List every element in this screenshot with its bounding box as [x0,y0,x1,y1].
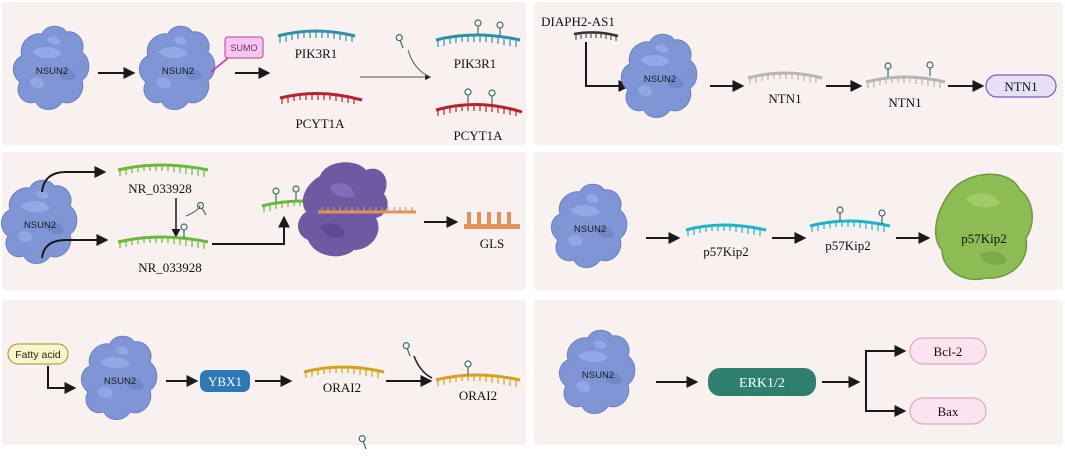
label-pcyt1a-modified: PCYT1A [453,128,503,143]
arrow-c1 [41,166,107,193]
label-orai2: ORAI2 [323,380,361,395]
rna-nr033928-modified [117,223,209,249]
label-diaph2-as1: DIAPH2-AS1 [541,14,615,29]
mrna-strand [318,207,416,214]
gls-gene [464,212,520,229]
label-pik3r1: PIK3R1 [295,46,338,61]
rna-pcyt1a-modified [435,88,523,116]
arrow-e1 [47,366,77,394]
erk-badge: ERK1/2 [708,368,816,396]
protein-p57kip2: p57Kip2 [934,173,1033,281]
rna-pik3r1 [277,29,356,43]
arrow-e4-curve [413,355,433,379]
enzyme-label: NSUN2 [574,224,606,235]
enzyme-f: NSUN2 [558,329,636,414]
enzyme-label: NSUN2 [104,376,136,387]
label-pcyt1a: PCYT1A [295,116,345,131]
sumo-tag: SUMO [210,36,264,73]
enzyme-a2: NSUN2 [138,25,216,110]
label-nr033928-modified: NR_033928 [138,260,202,275]
rna-orai2 [303,365,385,378]
enzyme-label: NSUN2 [162,66,194,77]
rna-pcyt1a [279,92,363,104]
label-orai2-modified: ORAI2 [459,388,497,403]
bax-badge: Bax [909,397,987,425]
fatty-acid-badge: Fatty acid [7,343,69,365]
label-nr033928: NR_033928 [128,181,192,196]
enzyme-label: NSUN2 [24,220,56,231]
protein-ntn1: NTN1 [985,74,1057,98]
svg-text:NTN1: NTN1 [1004,79,1037,94]
enzyme-b: NSUN2 [620,33,698,118]
svg-text:Bcl-2: Bcl-2 [934,344,963,359]
arrow-c2 [41,234,109,259]
enzyme-label: NSUN2 [644,74,676,85]
arrow-c4 [212,215,290,245]
ribosome [298,162,388,257]
methyl-mark-e [401,341,414,358]
enzyme-c: NSUN2 [0,179,78,264]
rna-diaph2-as1 [573,31,619,41]
svg-text:Bax: Bax [938,404,959,419]
svg-text:Fatty acid: Fatty acid [15,349,61,361]
svg-text:ERK1/2: ERK1/2 [739,376,785,391]
bcl2-badge: Bcl-2 [909,337,987,365]
label-ntn1-modified: NTN1 [888,95,921,110]
enzyme-e: NSUN2 [80,335,158,420]
arrow-a3-curve [407,49,431,78]
label-p57kip2-modified: p57Kip2 [825,238,871,253]
label-pik3r1-modified: PIK3R1 [454,56,497,71]
svg-text:SUMO: SUMO [231,43,258,53]
rna-pik3r1-modified [435,19,521,47]
ybx1-badge: YBX1 [200,370,250,392]
enzyme-a1: NSUN2 [12,25,90,110]
methyl-mark-free [394,33,407,50]
rna-orai2-modified [435,360,521,387]
svg-text:YBX1: YBX1 [208,374,242,389]
rna-ntn1 [747,71,823,84]
rna-nr033928 [117,163,209,177]
enzyme-label: NSUN2 [582,370,614,381]
enzyme-d: NSUN2 [550,183,628,268]
arrow-b1 [585,42,631,92]
label-gls: GLS [480,236,505,251]
label-p57kip2: p57Kip2 [703,244,749,259]
enzyme-label: NSUN2 [36,66,68,77]
rna-ntn1-modified [865,61,946,88]
methyl-mark-stray [357,434,370,451]
rna-p57kip2 [685,223,767,236]
svg-text:p57Kip2: p57Kip2 [961,231,1007,246]
label-ntn1: NTN1 [768,91,801,106]
rna-p57kip2-modified [809,206,891,232]
